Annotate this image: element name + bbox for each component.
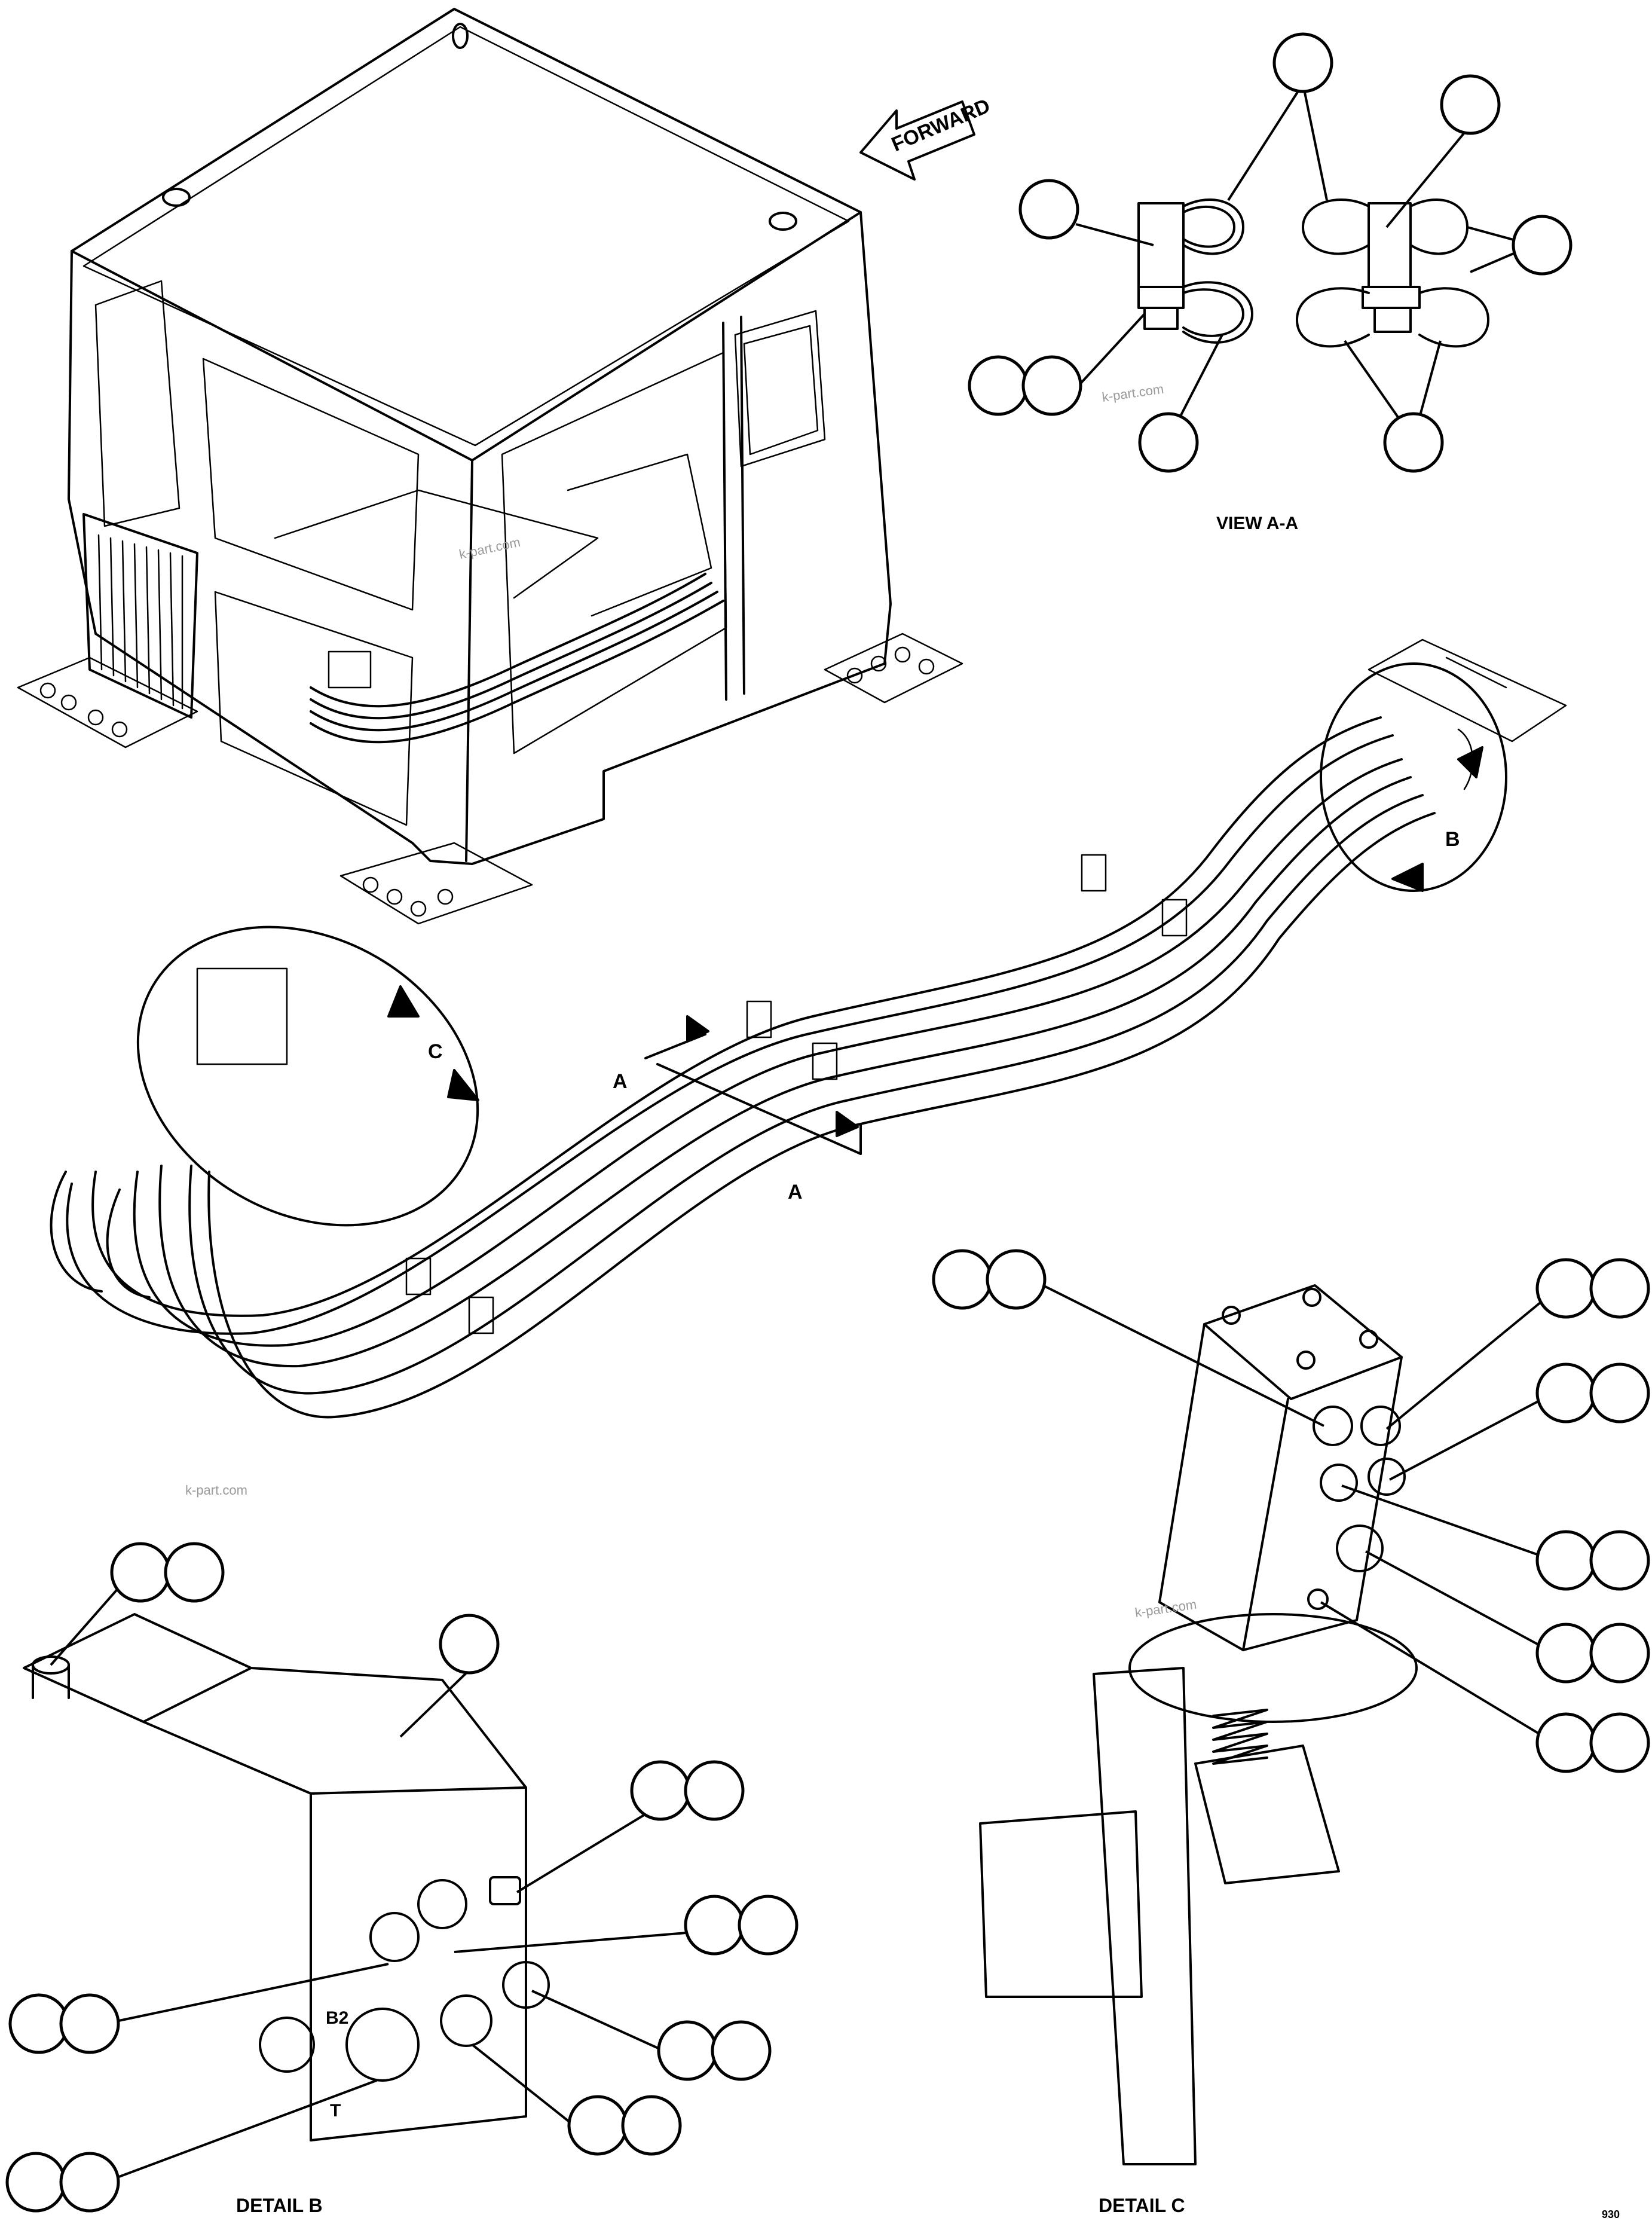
detail-c-callouts: [932, 1249, 1650, 1773]
callout-bubble: [684, 1895, 745, 1956]
callout-bubble: [1589, 1623, 1650, 1684]
callout-bubble: [1383, 412, 1444, 473]
callout-bubble: [1589, 1530, 1650, 1591]
callout-bubble: [1535, 1623, 1596, 1684]
callout-bubble: [621, 2095, 682, 2156]
callout-bubble: [1440, 74, 1501, 135]
callout-bubble: [59, 2152, 120, 2213]
callout-bubble: [5, 2152, 66, 2213]
callout-bubble: [164, 1542, 225, 1603]
callout-bubble: [657, 2020, 718, 2081]
hose-assembly: [50, 639, 1567, 1419]
watermark-text: k-part.com: [1134, 1597, 1197, 1620]
section-a-top-label: A: [613, 1070, 628, 1093]
callout-bubble: [1535, 1712, 1596, 1773]
detail-b-label: DETAIL B: [236, 2195, 323, 2216]
callout-bubble: [1018, 179, 1079, 240]
callout-bubble: [684, 1760, 745, 1821]
page-number: 930: [1602, 2208, 1620, 2220]
section-a-bottom-label: A: [788, 1181, 803, 1203]
watermarks: k-part.com k-part.com k-part.com k-part.…: [185, 381, 1198, 1620]
callout-bubble: [567, 2095, 628, 2156]
view-a-a-callouts: [968, 32, 1573, 473]
callout-bubble: [630, 1760, 691, 1821]
callout-bubble: [1535, 1258, 1596, 1319]
callout-bubble: [711, 2020, 772, 2081]
view-a-a-label: VIEW A-A: [1216, 514, 1298, 533]
detail-b: B2 T DETAIL: [5, 1542, 799, 2216]
callout-bubble: [1138, 412, 1199, 473]
port-b2-label: B2: [326, 2008, 348, 2028]
port-t-label: T: [330, 2101, 341, 2121]
callout-bubble: [738, 1895, 799, 1956]
callout-bubble: [1535, 1530, 1596, 1591]
callout-bubble: [1589, 1362, 1650, 1423]
callout-bubble: [1535, 1362, 1596, 1423]
callout-bubble: [8, 1993, 69, 2054]
view-c-label: C: [428, 1040, 443, 1063]
watermark-text: k-part.com: [185, 1483, 247, 1498]
callout-bubble: [986, 1249, 1047, 1310]
view-a-a: VIEW A-A: [968, 32, 1573, 533]
watermark-text: k-part.com: [458, 534, 522, 562]
callout-bubble: [110, 1542, 171, 1603]
watermark-text: k-part.com: [1101, 381, 1164, 405]
callout-bubble: [1512, 215, 1573, 276]
view-b-label: B: [1445, 828, 1460, 851]
callout-bubble: [968, 355, 1029, 416]
forward-arrow: FORWARD: [859, 94, 993, 181]
detail-c: DETAIL C: [932, 1249, 1650, 2216]
callout-bubble: [1272, 32, 1333, 93]
callout-bubble: [59, 1993, 120, 2054]
detail-c-label: DETAIL C: [1099, 2195, 1185, 2216]
callout-bubble: [1021, 355, 1082, 416]
detail-b-callouts: [5, 1542, 799, 2213]
operator-cab: [17, 8, 963, 925]
callout-bubble: [439, 1614, 500, 1675]
callout-bubble: [1589, 1258, 1650, 1319]
callout-bubble: [932, 1249, 993, 1310]
callout-bubble: [1589, 1712, 1650, 1773]
